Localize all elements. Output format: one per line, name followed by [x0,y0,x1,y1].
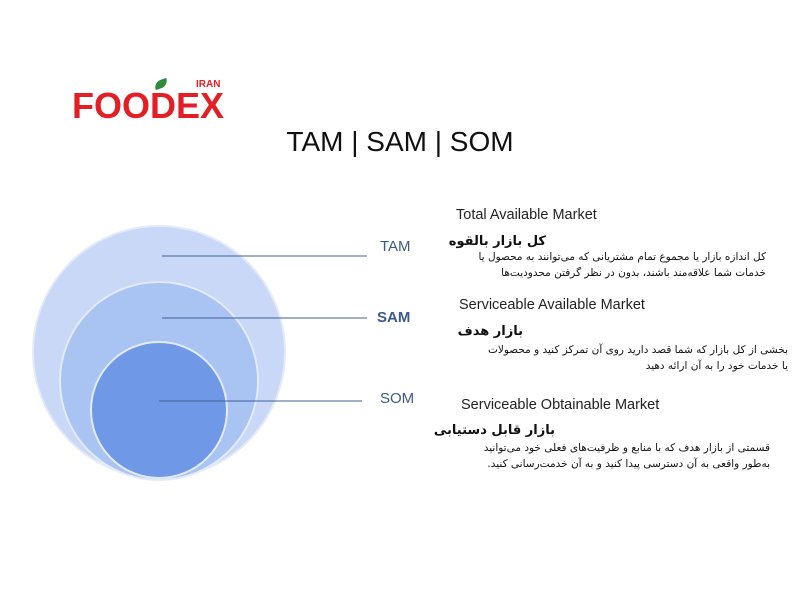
tam-label: TAM [380,238,411,255]
sam-english-name: Serviceable Available Market [459,297,645,313]
logo-subtext: IRAN [196,79,221,90]
som-english-name: Serviceable Obtainable Market [461,397,660,413]
tam-description-line: کل اندازه بازار یا مجموع تمام مشتریانی ک… [478,251,766,263]
foodex-logo: IRAN FOODEX [72,77,242,130]
page-title: TAM | SAM | SOM [286,126,514,157]
som-label: SOM [380,390,414,407]
som-circle [90,341,228,479]
tam-persian-description: کل اندازه بازار یا مجموع تمام مشتریانی ک… [436,249,766,281]
som-description-line: به‌طور واقعی به آن دسترسی پیدا کنید و به… [487,458,770,470]
sam-description-line: یا خدمات خود را به آن ارائه دهید [645,360,788,372]
tam-persian-title: کل بازار بالقوه [448,234,546,249]
som-persian-title: بازار قابل دستیابی [433,423,555,438]
logo-text: FOODEX [72,85,225,126]
sam-persian-description: بخشی از کل بازار که شما قصد دارید روی آن… [458,342,788,374]
som-description-line: قسمتی از بازار هدف که با منابع و ظرفیت‌ه… [483,442,770,454]
sam-label: SAM [377,309,410,326]
tam-english-name: Total Available Market [456,207,597,223]
som-persian-description: قسمتی از بازار هدف که با منابع و ظرفیت‌ه… [440,440,770,472]
sam-description-line: بخشی از کل بازار که شما قصد دارید روی آن… [487,344,788,356]
tam-description-line: خدمات شما علاقه‌مند باشند، بدون در نظر گ… [501,267,766,279]
sam-persian-title: بازار هدف [457,324,523,339]
